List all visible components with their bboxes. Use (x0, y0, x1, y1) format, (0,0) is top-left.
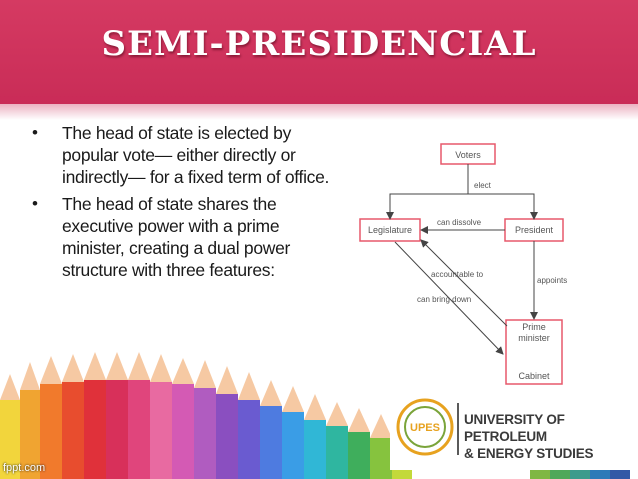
accountable-edge (420, 239, 508, 327)
can-bring-down-edge (394, 241, 504, 355)
university-name: UNIVERSITY OF PETROLEUM & ENERGY STUDIES (464, 411, 638, 462)
slide-title: SEMI-PRESIDENCIAL (101, 24, 537, 64)
branding-separator (457, 403, 459, 455)
bullet-dot: • (32, 194, 38, 213)
university-name-line2: & ENERGY STUDIES (464, 446, 594, 461)
president-label: President (515, 225, 554, 235)
elect-edge-right (468, 193, 538, 220)
legislature-label: Legislature (368, 225, 412, 235)
prime-minister-label-2: minister (518, 333, 550, 343)
voters-label: Voters (455, 150, 481, 160)
bullet-dot: • (32, 123, 38, 142)
banner-shadow (0, 96, 638, 120)
elect-label: elect (474, 181, 492, 190)
upes-logo-letters: UPES (410, 422, 440, 434)
can-bring-down-label: can bring down (417, 295, 471, 304)
fppt-watermark: fppt.com (3, 462, 46, 474)
accountable-label: accountable to (431, 270, 484, 279)
prime-minister-box (505, 319, 563, 385)
upes-logo: UPES (396, 398, 454, 456)
cabinet-label: Cabinet (518, 371, 550, 381)
elect-edge (386, 164, 469, 220)
bullet-item: • The head of state is elected by popular… (30, 122, 340, 188)
appoints-label: appoints (537, 276, 567, 285)
semi-presidential-diagram: Voters Legislature President Prime minis… (333, 136, 603, 394)
prime-minister-label-1: Prime (522, 322, 546, 332)
bullet-text: The head of state is elected by popular … (62, 123, 330, 187)
university-name-line1: UNIVERSITY OF PETROLEUM (464, 412, 565, 444)
bullet-list: • The head of state is elected by popular… (30, 122, 340, 286)
title-banner (0, 0, 638, 104)
can-dissolve-label: can dissolve (437, 218, 482, 227)
bullet-item: • The head of state shares the executive … (30, 193, 340, 281)
bullet-text: The head of state shares the executive p… (62, 194, 291, 280)
